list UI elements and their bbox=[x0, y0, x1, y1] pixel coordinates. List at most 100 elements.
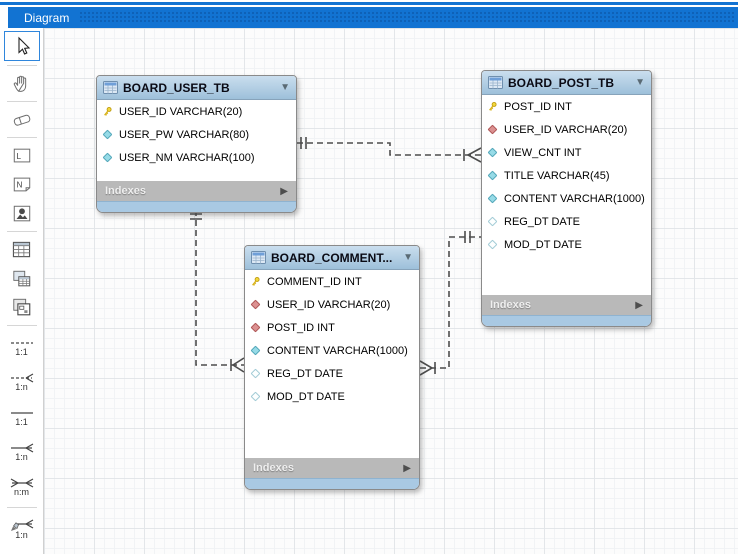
table-board-post-tb[interactable]: BOARD_POST_TB ▼ POST_ID INT USER_ID VARC… bbox=[481, 70, 652, 327]
table-column-row[interactable]: USER_ID VARCHAR(20) bbox=[482, 118, 651, 141]
tool-label: 1:1 bbox=[15, 416, 28, 427]
svg-text:N: N bbox=[16, 180, 22, 189]
table-column-row[interactable]: USER_PW VARCHAR(80) bbox=[97, 123, 296, 146]
tool-label: 1:n bbox=[15, 529, 28, 540]
table-board-user-tb[interactable]: BOARD_USER_TB ▼ USER_ID VARCHAR(20) USER… bbox=[96, 75, 297, 213]
indexes-section-bar[interactable]: Indexes ▶ bbox=[482, 295, 651, 315]
collapse-caret-icon[interactable]: ▼ bbox=[635, 76, 645, 88]
relationship-post-comment[interactable] bbox=[419, 231, 481, 376]
table-column-row[interactable]: MOD_DT DATE bbox=[245, 385, 419, 408]
table-column-row[interactable]: COMMENT_ID INT bbox=[245, 270, 419, 293]
column-text: REG_DT DATE bbox=[267, 367, 343, 380]
tool-label: 1:n bbox=[15, 381, 28, 392]
rel-1n-identifying-tool[interactable]: 1:n bbox=[5, 435, 39, 468]
nullable-column-icon bbox=[487, 216, 498, 227]
indexes-section-bar[interactable]: Indexes ▶ bbox=[97, 181, 296, 201]
relationship-lines-layer bbox=[190, 137, 482, 376]
tool-label: n:m bbox=[13, 486, 29, 497]
table-header[interactable]: BOARD_USER_TB ▼ bbox=[97, 76, 296, 100]
table-column-row[interactable]: TITLE VARCHAR(45) bbox=[482, 164, 651, 187]
view-icon bbox=[12, 270, 30, 286]
note-tool[interactable]: N bbox=[5, 171, 39, 198]
relationship-1-1-dashed-icon bbox=[10, 341, 33, 344]
table-header[interactable]: BOARD_POST_TB ▼ bbox=[482, 71, 651, 95]
table-column-row[interactable]: CONTENT VARCHAR(1000) bbox=[245, 339, 419, 362]
rel-1n-existing-columns-tool[interactable]: 1:n bbox=[5, 512, 39, 545]
expand-arrow-icon[interactable]: ▶ bbox=[635, 299, 643, 311]
table-column-row[interactable]: USER_NM VARCHAR(100) bbox=[97, 146, 296, 169]
rel-1n-non-identifying-tool[interactable]: 1:n bbox=[5, 365, 39, 398]
image-icon bbox=[13, 205, 30, 221]
column-text: CONTENT VARCHAR(1000) bbox=[504, 192, 645, 205]
selection-tool[interactable] bbox=[3, 31, 40, 61]
expand-arrow-icon[interactable]: ▶ bbox=[403, 462, 411, 474]
table-title: BOARD_USER_TB bbox=[123, 80, 230, 95]
column-text: VIEW_CNT INT bbox=[504, 146, 582, 159]
toolbar-separator bbox=[6, 101, 37, 102]
table-tool[interactable] bbox=[5, 236, 39, 263]
table-column-row[interactable]: REG_DT DATE bbox=[482, 210, 651, 233]
table-footer-bar bbox=[97, 201, 296, 212]
column-text: MOD_DT DATE bbox=[504, 238, 582, 251]
table-column-row[interactable]: CONTENT VARCHAR(1000) bbox=[482, 187, 651, 210]
table-column-row[interactable]: POST_ID INT bbox=[245, 316, 419, 339]
rel-11-identifying-tool[interactable]: 1:1 bbox=[5, 400, 39, 433]
relationship-user-comment[interactable] bbox=[190, 210, 245, 373]
not-null-column-icon bbox=[102, 129, 113, 140]
column-text: USER_ID VARCHAR(20) bbox=[504, 123, 628, 136]
table-column-row[interactable]: MOD_DT DATE bbox=[482, 233, 651, 256]
table-column-row[interactable]: USER_ID VARCHAR(20) bbox=[97, 100, 296, 123]
expand-arrow-icon[interactable]: ▶ bbox=[280, 185, 288, 197]
diagram-canvas[interactable]: BOARD_USER_TB ▼ USER_ID VARCHAR(20) USER… bbox=[44, 28, 738, 554]
relationship-user-post[interactable] bbox=[297, 137, 482, 163]
table-title: BOARD_POST_TB bbox=[508, 75, 615, 90]
table-column-row[interactable]: USER_ID VARCHAR(20) bbox=[245, 293, 419, 316]
pan-tool[interactable] bbox=[5, 70, 39, 97]
rel-nm-identifying-tool[interactable]: n:m bbox=[5, 470, 39, 503]
indexes-label: Indexes bbox=[105, 185, 146, 197]
not-null-column-icon bbox=[487, 193, 498, 204]
table-column-row[interactable]: POST_ID INT bbox=[482, 95, 651, 118]
relationship-1-n-dashed-icon bbox=[10, 372, 33, 383]
table-icon bbox=[488, 76, 503, 89]
table-header[interactable]: BOARD_COMMENT... ▼ bbox=[245, 246, 419, 270]
table-board-comment-tb[interactable]: BOARD_COMMENT... ▼ COMMENT_ID INT USER_I… bbox=[244, 245, 420, 490]
routine-group-icon bbox=[12, 298, 30, 316]
foreign-key-icon bbox=[250, 322, 261, 333]
not-null-column-icon bbox=[250, 345, 261, 356]
vertical-tool-palette: L N bbox=[0, 28, 44, 554]
column-text: REG_DT DATE bbox=[504, 215, 580, 228]
table-icon bbox=[251, 251, 266, 264]
column-text: TITLE VARCHAR(45) bbox=[504, 169, 610, 182]
indexes-section-bar[interactable]: Indexes ▶ bbox=[245, 458, 419, 478]
indexes-label: Indexes bbox=[490, 299, 531, 311]
note-icon: N bbox=[13, 177, 30, 191]
relationship-n-m-icon bbox=[10, 477, 33, 488]
relationship-1-1-solid-icon bbox=[10, 411, 33, 414]
table-title: BOARD_COMMENT... bbox=[271, 250, 393, 265]
table-column-row[interactable]: VIEW_CNT INT bbox=[482, 141, 651, 164]
table-body-spacer bbox=[482, 256, 651, 295]
toolbar-separator bbox=[6, 65, 37, 66]
rel-11-non-identifying-tool[interactable]: 1:1 bbox=[5, 330, 39, 363]
foreign-key-icon bbox=[250, 299, 261, 310]
eraser-tool[interactable] bbox=[5, 106, 39, 133]
image-tool[interactable] bbox=[5, 200, 39, 227]
toolbar-separator bbox=[6, 137, 37, 138]
table-column-row[interactable]: REG_DT DATE bbox=[245, 362, 419, 385]
collapse-caret-icon[interactable]: ▼ bbox=[403, 251, 413, 263]
view-tool[interactable] bbox=[5, 265, 39, 292]
toolbar-separator bbox=[6, 507, 37, 508]
table-grid-icon bbox=[12, 241, 31, 257]
column-text: CONTENT VARCHAR(1000) bbox=[267, 344, 408, 357]
collapse-caret-icon[interactable]: ▼ bbox=[280, 81, 290, 93]
table-icon bbox=[103, 81, 118, 94]
routine-group-tool[interactable] bbox=[5, 294, 39, 321]
layer-tool[interactable]: L bbox=[5, 142, 39, 169]
primary-key-icon bbox=[250, 276, 261, 287]
titlebar-dotted-texture bbox=[79, 11, 734, 24]
eraser-icon bbox=[13, 114, 30, 126]
column-text: COMMENT_ID INT bbox=[267, 275, 362, 288]
indexes-label: Indexes bbox=[253, 462, 294, 474]
